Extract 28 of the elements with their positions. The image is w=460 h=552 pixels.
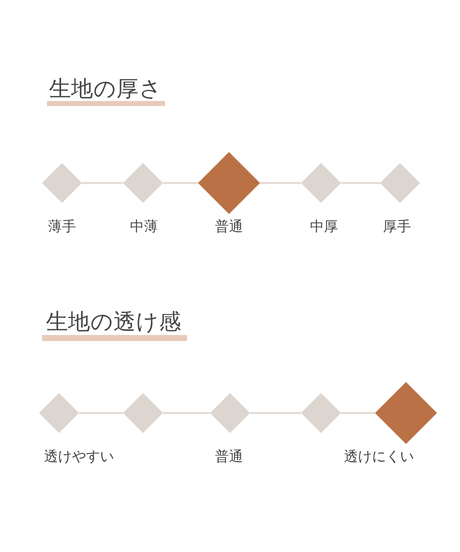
scale-label: 透けやすい xyxy=(44,450,114,464)
scale-label: 薄手 xyxy=(48,220,76,234)
scale-label: 中薄 xyxy=(130,220,158,234)
diamond-marker xyxy=(380,163,420,203)
connector-line xyxy=(79,412,123,414)
diamond-marker xyxy=(210,393,250,433)
scale-label: 厚手 xyxy=(383,220,411,234)
scale-label: 中厚 xyxy=(310,220,338,234)
diamond-marker xyxy=(123,163,163,203)
diamond-marker xyxy=(42,163,82,203)
diamond-marker xyxy=(123,393,163,433)
scale-label: 普通 xyxy=(215,220,243,234)
connector-line xyxy=(163,412,210,414)
scale-label: 普通 xyxy=(215,450,243,464)
connector-line xyxy=(250,412,301,414)
section-heading: 生地の厚さ xyxy=(49,79,162,101)
connector-line xyxy=(341,412,375,414)
diamond-marker xyxy=(301,163,341,203)
connector-line xyxy=(260,182,301,184)
scale-label: 透けにくい xyxy=(344,450,414,464)
diamond-marker xyxy=(39,393,79,433)
diamond-marker xyxy=(301,393,341,433)
diamond-marker xyxy=(375,382,437,444)
connector-line xyxy=(341,182,380,184)
section-heading: 生地の透け感 xyxy=(46,312,182,334)
connector-line xyxy=(82,182,123,184)
connector-line xyxy=(163,182,198,184)
diamond-marker xyxy=(198,152,260,214)
